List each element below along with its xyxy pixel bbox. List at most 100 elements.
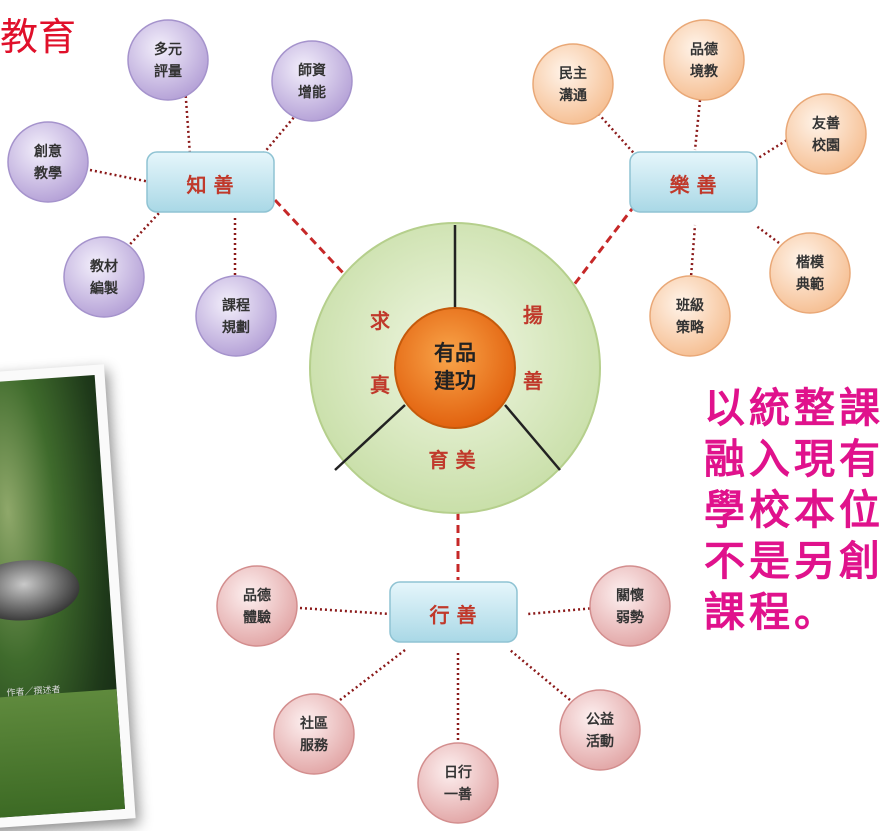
satellite-text: 課程: [222, 297, 250, 314]
satellite-circle: [559, 689, 641, 771]
satellite-text: 關懷: [616, 587, 644, 604]
satellite-text: 規劃: [222, 319, 250, 336]
satellite-text: 公益: [586, 711, 614, 728]
satellite-node: 品德 體驗: [216, 565, 298, 647]
xing-satellites: 品德 體驗 關懷 弱勢 社區 服務 公益 活動 日行 一善: [216, 565, 671, 824]
spoke: [527, 606, 596, 616]
connector-zhi-center: [273, 198, 347, 277]
satellite-circle: [273, 693, 355, 775]
divider: [334, 404, 406, 471]
satellite-text: 增能: [298, 84, 326, 101]
satellite-text: 評量: [154, 63, 182, 80]
satellite-text: 師資: [298, 62, 326, 79]
satellite-text: 活動: [586, 733, 614, 750]
right-segment-2: 善: [523, 369, 543, 393]
spoke: [257, 109, 301, 161]
core-line-1: 有品: [434, 341, 476, 365]
satellite-node: 班級 策略: [649, 275, 731, 357]
satellite-text: 體驗: [243, 609, 271, 626]
hub-xing: 行 善: [389, 581, 518, 643]
satellite-text: 民主: [559, 65, 587, 82]
satellite-node: 課程 規劃: [195, 275, 277, 357]
hub-zhi-label: 知 善: [187, 173, 234, 197]
satellite-text: 友善: [812, 115, 840, 132]
satellite-node: 創意 教學: [7, 121, 89, 203]
satellite-circle: [649, 275, 731, 357]
satellite-node: 楷模 典範: [769, 232, 851, 314]
divider: [504, 404, 561, 471]
connector-lines: [273, 198, 637, 580]
satellite-node: 日行 一善: [417, 742, 499, 824]
satellite-node: 友善 校園: [785, 93, 867, 175]
spoke: [693, 99, 702, 151]
side-text-line: 課程。: [704, 588, 839, 636]
title-fragment: 教育: [0, 15, 77, 59]
bottom-segment: 育 美: [429, 448, 477, 472]
hub-zhi-box: [146, 151, 275, 213]
satellite-circle: [127, 19, 209, 101]
satellite-circle: [7, 121, 89, 203]
side-text-line: 融入現有: [704, 435, 884, 483]
left-segment-2: 真: [370, 373, 390, 397]
satellite-circle: [785, 93, 867, 175]
satellite-circle: [271, 40, 353, 122]
side-text-line: 不是另創: [704, 537, 884, 585]
satellite-text: 教材: [90, 258, 118, 275]
side-text-block: 以統整課 融入現有 學校本位 不是另創 課程。: [704, 383, 884, 638]
satellite-node: 教材 編製: [63, 236, 145, 318]
spoke: [339, 649, 406, 701]
satellite-node: 多元 評量: [127, 19, 209, 101]
core-circle: [394, 307, 516, 429]
satellite-node: 關懷 弱勢: [589, 565, 671, 647]
satellite-text: 一善: [444, 786, 472, 803]
side-text-line: 學校本位: [704, 486, 884, 534]
satellite-text: 創意: [33, 143, 62, 160]
satellite-text: 多元: [154, 41, 182, 58]
satellite-circle: [769, 232, 851, 314]
spoke: [299, 606, 391, 616]
satellite-circle: [63, 236, 145, 318]
satellite-circle: [417, 742, 499, 824]
satellite-circle: [663, 19, 745, 101]
satellite-circle: [532, 43, 614, 125]
satellite-node: 品德 境教: [663, 19, 745, 101]
satellite-text: 溝通: [559, 87, 587, 104]
core-line-2: 建功: [434, 369, 476, 393]
satellite-text: 品德: [243, 587, 271, 604]
zhi-satellites: 多元 評量 師資 增能 創意 教學 教材 編製 課程 規劃: [7, 19, 353, 357]
spoke: [594, 109, 641, 161]
le-satellites: 民主 溝通 品德 境教 友善 校園 楷模 典範 班級 策略: [532, 19, 867, 357]
satellite-text: 境教: [690, 63, 719, 80]
satellite-text: 典範: [796, 276, 824, 293]
spoke: [89, 168, 151, 184]
hub-zhi: 知 善: [146, 151, 275, 213]
satellite-text: 日行: [444, 764, 472, 781]
satellite-text: 品德: [690, 41, 718, 58]
right-segment-1: 揚: [523, 303, 543, 327]
satellite-node: 公益 活動: [559, 689, 641, 771]
satellite-text: 教學: [34, 165, 62, 182]
satellite-text: 編製: [90, 280, 118, 297]
satellite-circle: [589, 565, 671, 647]
satellite-text: 班級: [676, 297, 704, 314]
satellite-circle: [216, 565, 298, 647]
connector-le-center: [568, 204, 637, 291]
hub-xing-box: [389, 581, 518, 643]
satellite-node: 師資 增能: [271, 40, 353, 122]
satellite-text: 弱勢: [616, 609, 644, 626]
satellite-text: 策略: [675, 319, 705, 336]
hub-le-box: [629, 151, 758, 213]
satellite-node: 社區 服務: [273, 693, 355, 775]
satellite-text: 校園: [812, 137, 840, 154]
hub-le: 樂 善: [629, 151, 758, 213]
hub-xing-label: 行 善: [429, 603, 477, 627]
spoke: [183, 85, 192, 156]
center-circle: 有品 建功 求 真 揚 善 育 美: [309, 222, 601, 514]
satellite-text: 楷模: [796, 254, 825, 271]
satellite-text: 服務: [300, 737, 329, 754]
hub-le-label: 樂 善: [670, 173, 717, 197]
spoke: [754, 224, 796, 256]
left-segment-1: 求: [370, 309, 391, 333]
side-text-line: 以統整課: [704, 384, 884, 432]
spoke: [509, 649, 571, 701]
